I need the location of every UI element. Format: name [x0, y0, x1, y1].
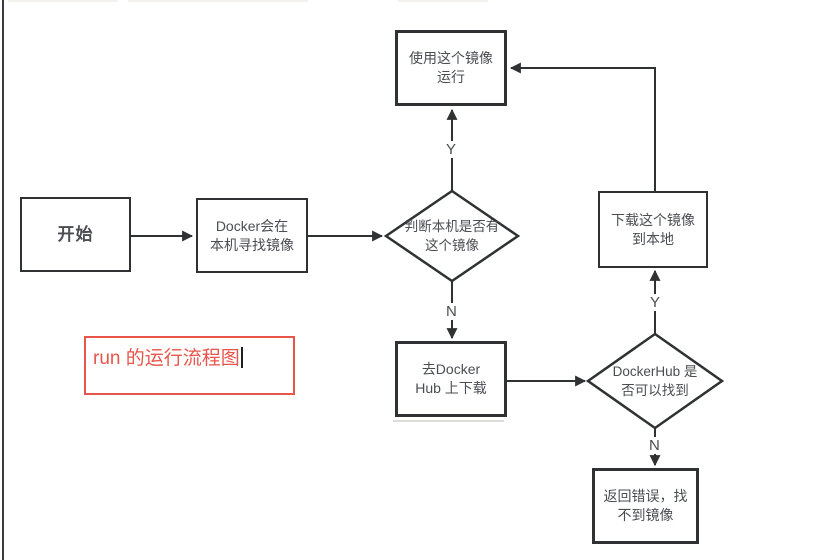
node-find-local-image[interactable]: Docker会在 本机寻找镜像	[196, 198, 308, 273]
node-go-dockerhub-label: 去Docker Hub 上下载	[415, 361, 487, 396]
annotation-text: run 的运行流程图	[93, 347, 243, 371]
node-return-error-label: 返回错误，找 不到镜像	[603, 488, 688, 523]
edge-label-has-image-yes: Y	[444, 141, 459, 158]
top-edge-artifact	[128, 0, 308, 2]
faint-underline-artifact	[393, 420, 504, 422]
canvas-left-border-line	[2, 0, 4, 560]
edge-label-has-image-no: N	[444, 303, 459, 320]
text-cursor	[240, 347, 243, 368]
node-return-error[interactable]: 返回错误，找 不到镜像	[592, 468, 699, 544]
node-start[interactable]: 开始	[20, 197, 131, 272]
node-go-dockerhub[interactable]: 去Docker Hub 上下载	[395, 341, 507, 417]
node-find-local-image-label: Docker会在 本机寻找镜像	[210, 217, 294, 253]
node-run-with-image[interactable]: 使用这个镜像 运行	[395, 30, 507, 106]
node-start-label: 开始	[57, 225, 94, 244]
decision-has-image-shape[interactable]	[383, 189, 521, 283]
top-edge-artifact	[398, 0, 488, 2]
top-edge-artifact	[8, 0, 118, 2]
annotation-textbox[interactable]: run 的运行流程图	[84, 336, 295, 395]
edge-label-dockerhub-no: N	[647, 437, 662, 454]
node-download-image-label: 下载这个镜像 到本地	[611, 211, 695, 247]
node-download-image[interactable]: 下载这个镜像 到本地	[598, 191, 708, 268]
edge-label-dockerhub-yes: Y	[648, 294, 663, 311]
node-run-with-image-label: 使用这个镜像 运行	[409, 50, 493, 85]
annotation-text-value: run 的运行流程图	[93, 348, 240, 369]
decision-dockerhub-shape[interactable]	[585, 332, 725, 430]
edge-download-to-run	[509, 62, 656, 191]
